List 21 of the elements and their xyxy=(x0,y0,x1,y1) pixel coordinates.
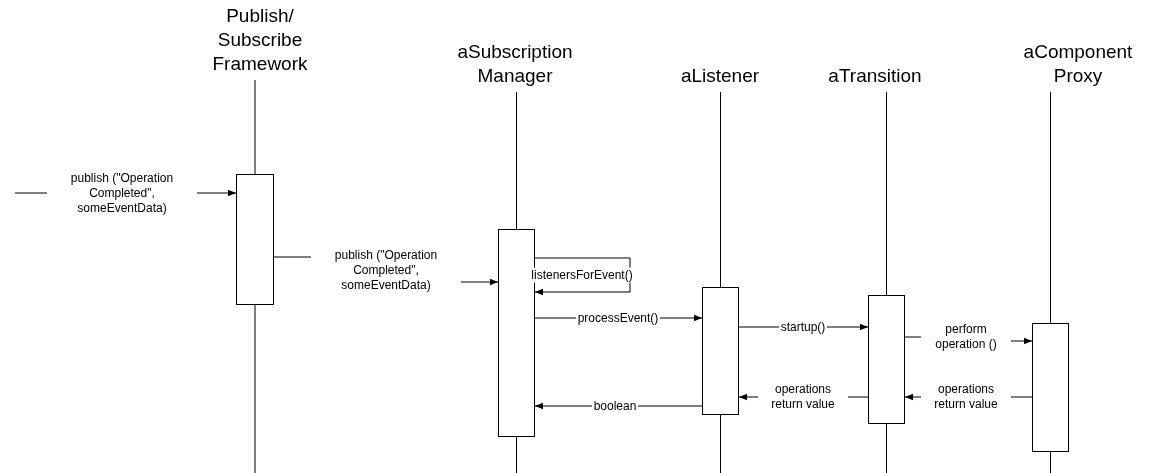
message-arrow xyxy=(534,257,631,296)
lifeline-title: aComponent Proxy xyxy=(1022,40,1134,88)
lifeline xyxy=(254,79,256,175)
lifeline xyxy=(886,91,887,296)
lifeline xyxy=(516,91,517,230)
lifeline-title: aSubscription Manager xyxy=(456,40,574,88)
activation-bar xyxy=(1032,323,1069,452)
edge-label: processEvent() xyxy=(575,310,661,326)
lifeline-title: aListener xyxy=(680,64,760,88)
lifeline-title: aTransition xyxy=(828,64,922,88)
edge-label: perform operation () xyxy=(921,322,1011,352)
activation-bar xyxy=(702,287,739,415)
edge-label: publish ("Operation Completed", someEventData) xyxy=(311,247,461,293)
edge-label: publish ("Operation Completed", someEventData) xyxy=(47,170,197,216)
edge-label: startup() xyxy=(778,319,828,335)
activation-bar xyxy=(868,295,905,424)
lifeline-title: Publish/ Subscribe Framework xyxy=(211,4,309,76)
lifeline xyxy=(720,91,721,288)
activation-bar xyxy=(236,174,274,305)
edge-label: listenersForEvent() xyxy=(529,267,635,283)
lifeline xyxy=(1050,91,1051,324)
